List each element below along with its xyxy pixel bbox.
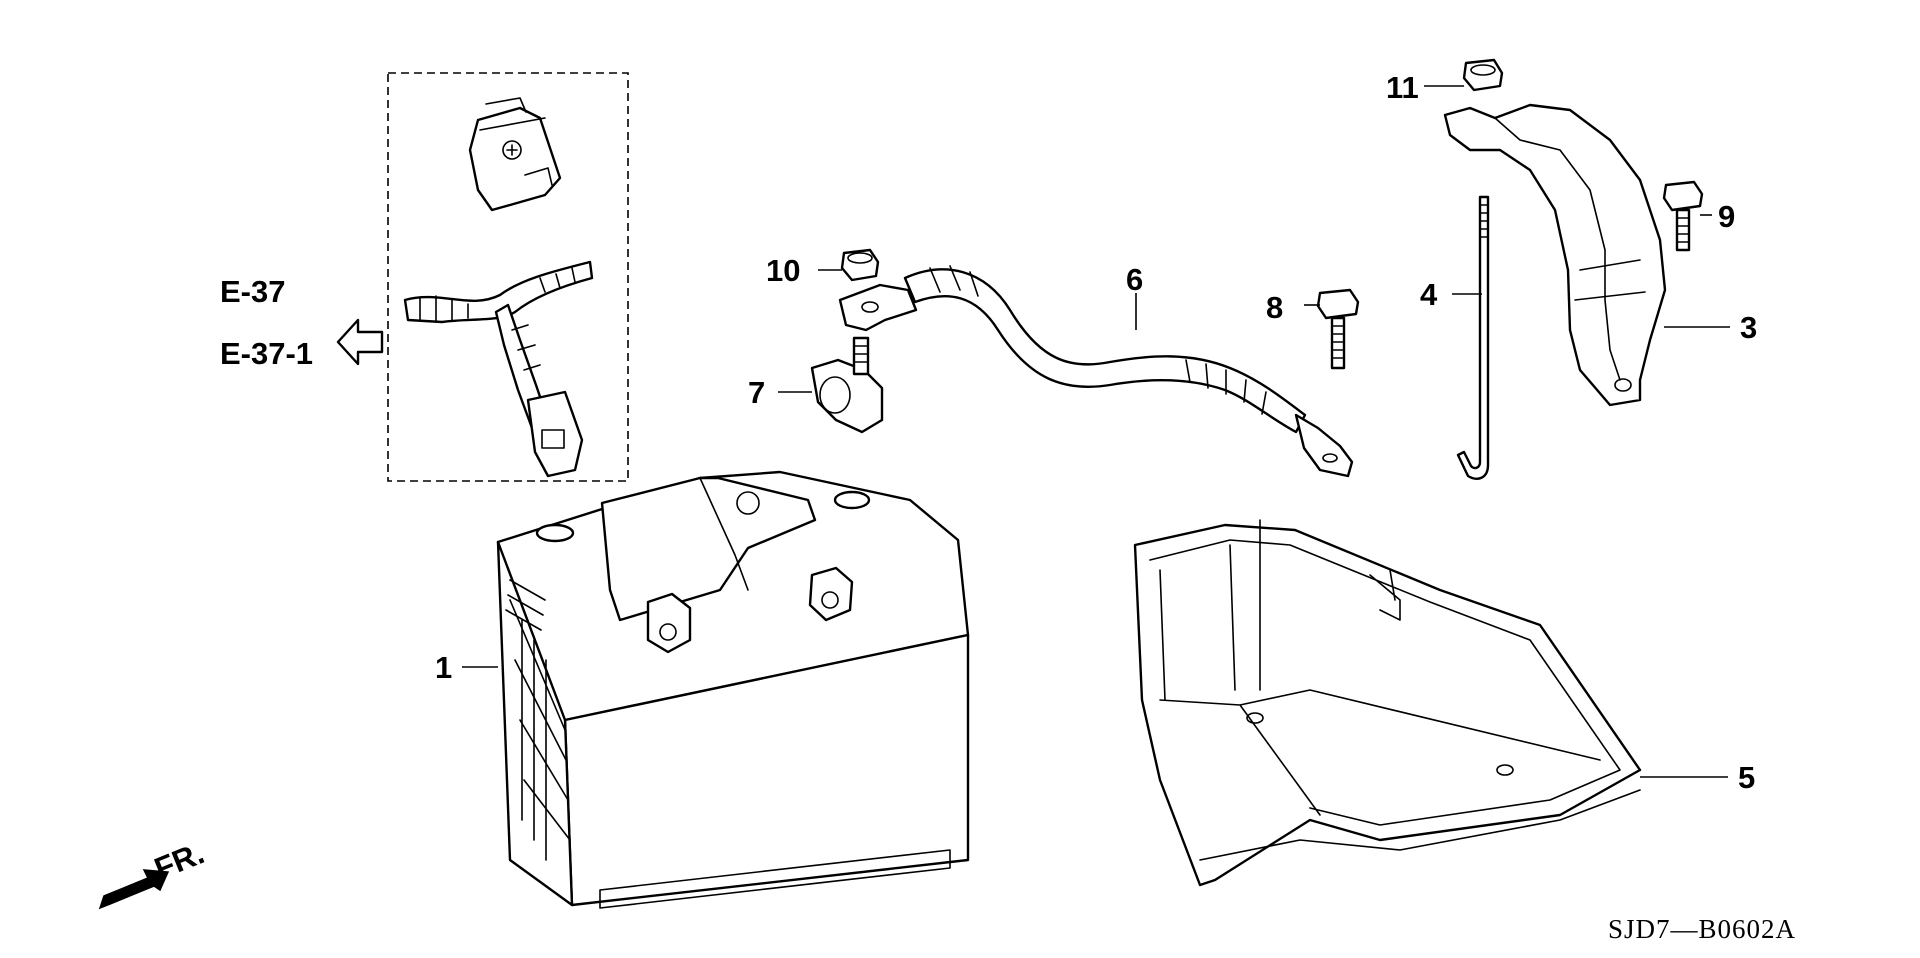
callout-9: 9 <box>1718 199 1735 234</box>
wire-harness <box>403 260 594 478</box>
cross-ref-1[interactable]: E-37 <box>220 274 285 309</box>
battery-rod <box>1456 195 1490 480</box>
front-direction-indicator: FR. <box>98 835 209 910</box>
battery <box>496 470 970 909</box>
bolt-8 <box>1316 288 1360 370</box>
callout-11: 11 <box>1386 70 1419 105</box>
terminal-connector <box>468 97 562 212</box>
callout-4: 4 <box>1420 277 1438 312</box>
bolt-9 <box>1662 180 1704 252</box>
callout-7: 7 <box>748 375 765 410</box>
callout-3: 3 <box>1740 310 1757 345</box>
ground-cable <box>838 265 1354 478</box>
callouts: 1 3 4 5 6 7 8 9 10 11 <box>435 70 1757 795</box>
leader-lines <box>462 85 1730 778</box>
harness-inset <box>387 72 629 482</box>
callout-10: 10 <box>766 253 800 288</box>
nut-11 <box>1462 58 1504 92</box>
cross-ref-2[interactable]: E-37-1 <box>220 336 313 371</box>
reference-arrow-icon <box>336 318 384 366</box>
callout-6: 6 <box>1126 262 1143 297</box>
cross-reference[interactable]: E-37 E-37-1 <box>220 274 384 371</box>
front-arrow-icon <box>98 869 170 910</box>
hold-down-bracket <box>1443 103 1667 407</box>
nut-10 <box>840 248 880 282</box>
clamp-7 <box>810 336 884 434</box>
callout-1: 1 <box>435 650 452 685</box>
battery-tray <box>1133 519 1642 887</box>
drawing-code: SJD7—B0602A <box>1608 914 1796 944</box>
callout-8: 8 <box>1266 290 1283 325</box>
callout-5: 5 <box>1738 760 1755 795</box>
